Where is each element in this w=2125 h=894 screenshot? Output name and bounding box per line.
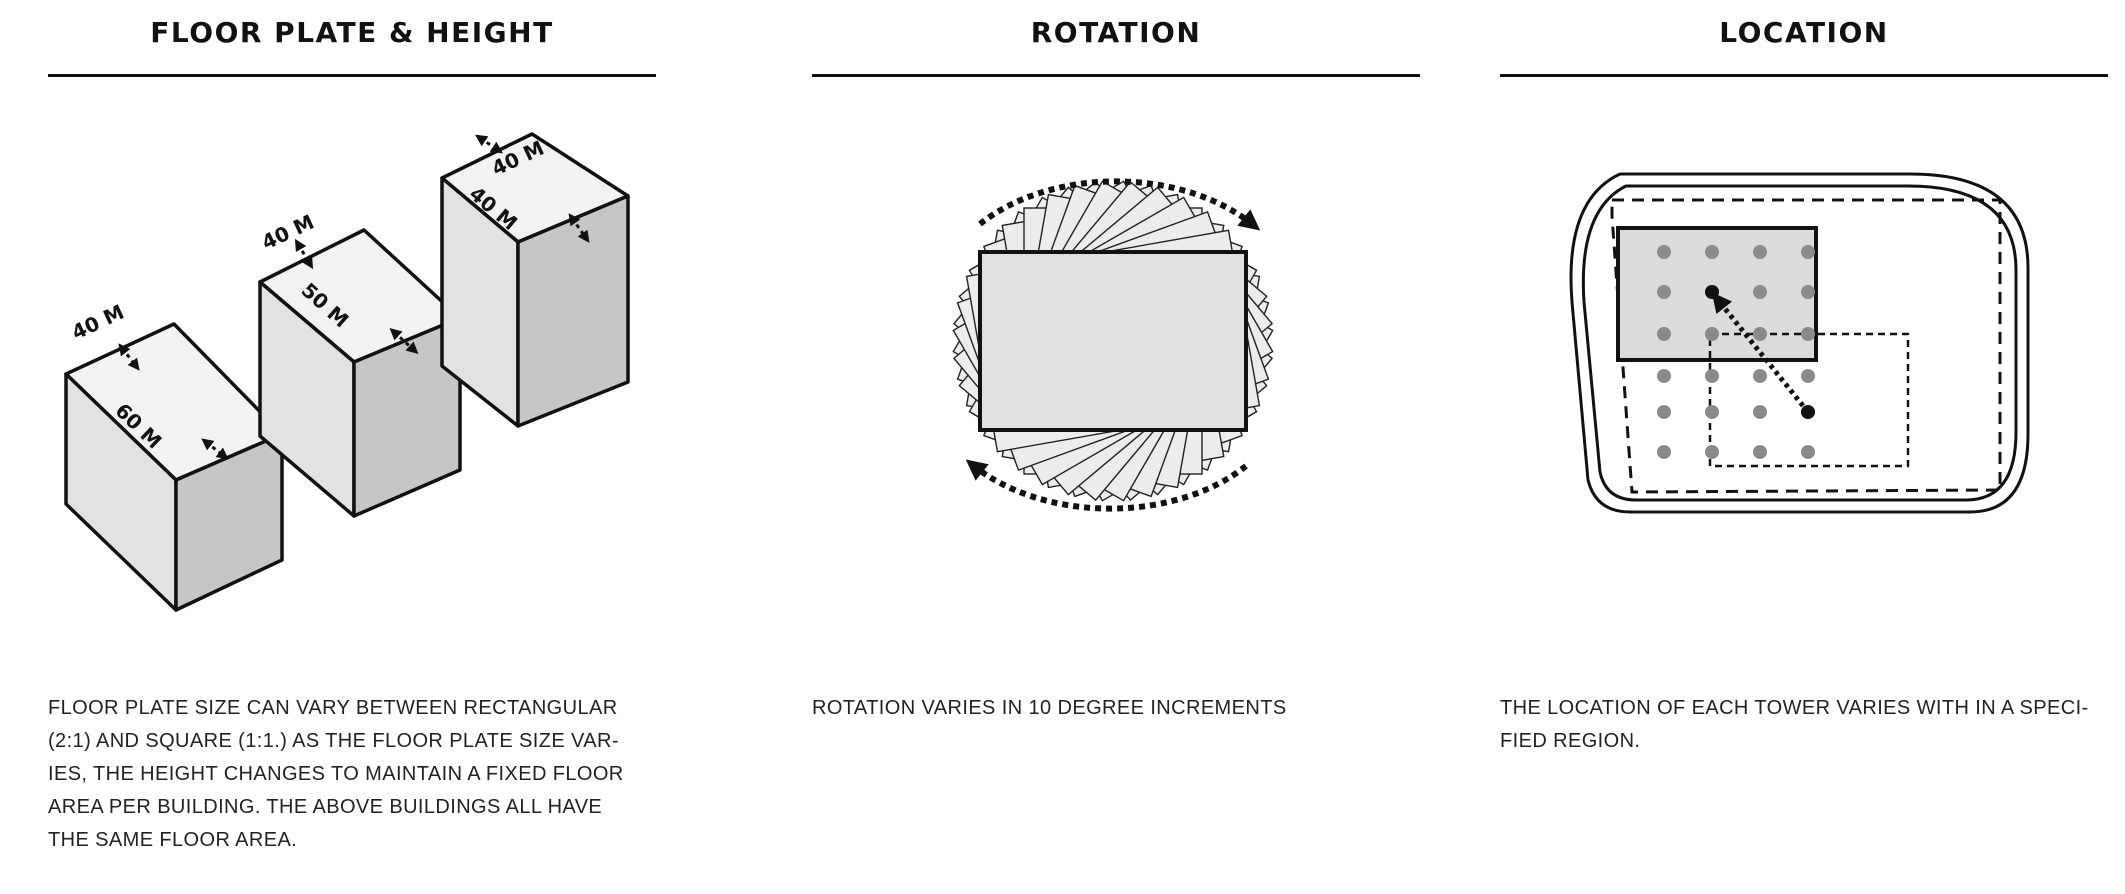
caption-line: ROTATION VARIES IN 10 DEGREE INCREMENTS bbox=[812, 697, 1287, 719]
target-point bbox=[1705, 285, 1719, 299]
allowed-region bbox=[1610, 198, 2002, 494]
grid-dot bbox=[1753, 445, 1767, 459]
dimension-arrow bbox=[118, 343, 140, 371]
grid-dot bbox=[1801, 285, 1815, 299]
panel-title: LOCATION bbox=[1719, 16, 1889, 49]
grid-dot bbox=[1753, 245, 1767, 259]
panel-caption: FLOOR PLATE SIZE CAN VARY BETWEEN RECTAN… bbox=[48, 692, 624, 857]
building-side-face bbox=[352, 316, 462, 518]
origin-point bbox=[1801, 405, 1815, 419]
site-boundary-outer bbox=[1569, 172, 2030, 514]
panel-title: ROTATION bbox=[1030, 16, 1202, 49]
grid-dot bbox=[1705, 369, 1719, 383]
rotation-diagram bbox=[952, 178, 1274, 512]
grid-dot bbox=[1705, 445, 1719, 459]
rotation-arrow-top bbox=[978, 178, 1261, 231]
dimension-arrow bbox=[201, 438, 229, 460]
caption-line: (2:1) AND SQUARE (1:1.) AS THE FLOOR PLA… bbox=[48, 730, 619, 752]
floor-plate-rect bbox=[978, 250, 1248, 432]
title-rule bbox=[48, 74, 656, 77]
grid-dot bbox=[1657, 405, 1671, 419]
floor-plate-diagram: 40 M 60 M 40 M 50 M 40 M 40 M bbox=[64, 132, 630, 612]
caption-line: THE LOCATION OF EACH TOWER VARIES WITH I… bbox=[1500, 697, 2089, 719]
building-width-label: 40 M bbox=[258, 210, 318, 255]
caption-line: FLOOR PLATE SIZE CAN VARY BETWEEN RECTAN… bbox=[48, 697, 618, 719]
caption-line: FIED REGION. bbox=[1500, 730, 1641, 752]
building-width-label: 40 M bbox=[68, 300, 128, 345]
grid-dot bbox=[1801, 445, 1815, 459]
caption-line: IES, THE HEIGHT CHANGES TO MAINTAIN A FI… bbox=[48, 763, 624, 785]
grid-dot bbox=[1801, 369, 1815, 383]
caption-line: THE SAME FLOOR AREA. bbox=[48, 829, 298, 851]
grid-dot bbox=[1657, 369, 1671, 383]
grid-dot bbox=[1705, 245, 1719, 259]
panel-rotation: ROTATION ROTATION VARIES IN 10 DEGREE IN… bbox=[812, 0, 1420, 894]
panel-location: LOCATION THE LOCATION OF EACH TOWER VARI… bbox=[1500, 0, 2108, 894]
building-rect bbox=[64, 322, 284, 612]
building-side-face bbox=[174, 432, 284, 612]
grid-dot bbox=[1705, 327, 1719, 341]
grid-dot bbox=[1801, 245, 1815, 259]
grid-dot bbox=[1753, 327, 1767, 341]
grid-dot bbox=[1705, 405, 1719, 419]
grid-dot bbox=[1657, 445, 1671, 459]
title-rule bbox=[1500, 74, 2108, 77]
panel-caption: THE LOCATION OF EACH TOWER VARIES WITH I… bbox=[1500, 692, 2089, 758]
caption-line: AREA PER BUILDING. THE ABOVE BUILDINGS A… bbox=[48, 796, 603, 818]
panel-title: FLOOR PLATE & HEIGHT bbox=[150, 16, 554, 49]
grid-dot bbox=[1657, 285, 1671, 299]
dimension-arrow bbox=[294, 238, 314, 270]
grid-dot bbox=[1657, 327, 1671, 341]
location-diagram bbox=[1569, 172, 2030, 514]
grid-dot bbox=[1753, 285, 1767, 299]
grid-dot bbox=[1753, 405, 1767, 419]
rotation-arrow-bottom bbox=[965, 459, 1248, 512]
building-square bbox=[440, 132, 630, 428]
building-mid bbox=[258, 228, 462, 518]
grid-dot bbox=[1801, 327, 1815, 341]
grid-dot bbox=[1657, 245, 1671, 259]
building-side-face bbox=[516, 194, 630, 428]
panel-caption: ROTATION VARIES IN 10 DEGREE INCREMENTS bbox=[812, 692, 1287, 725]
dimension-arrow bbox=[475, 134, 503, 154]
site-boundary-inner bbox=[1581, 184, 2018, 502]
grid-dot bbox=[1753, 369, 1767, 383]
panel-floor-plate: FLOOR PLATE & HEIGHT 40 M 60 M 40 M 50 M bbox=[48, 0, 656, 894]
title-rule bbox=[812, 74, 1420, 77]
